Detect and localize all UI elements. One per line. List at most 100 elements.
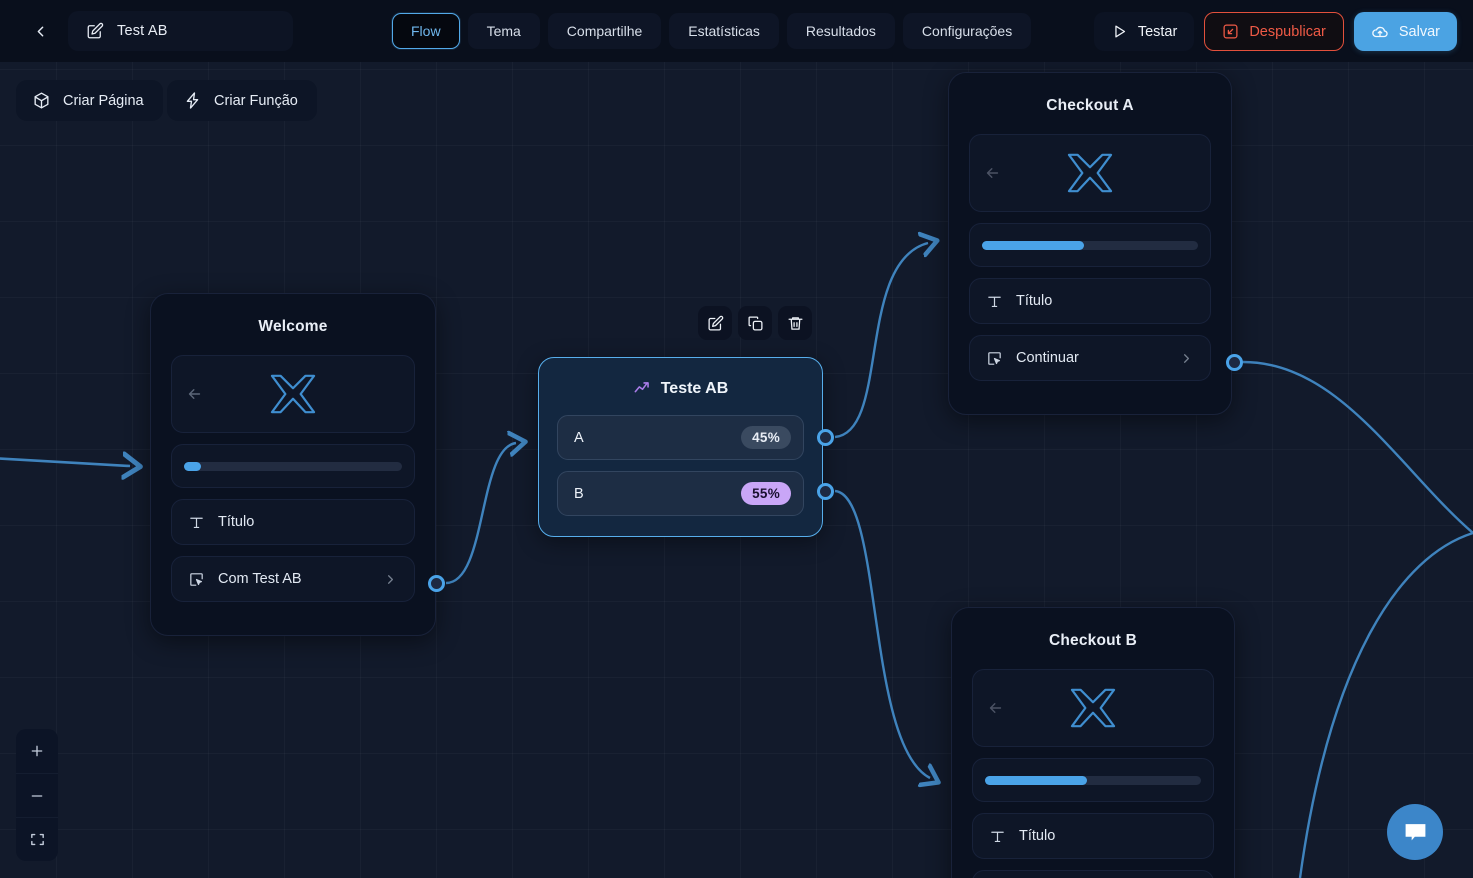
- progress-track: [982, 240, 1198, 250]
- node-row-continuar[interactable]: Continuar: [969, 335, 1211, 381]
- duplicate-node-button[interactable]: [738, 306, 772, 340]
- save-button[interactable]: Salvar: [1353, 12, 1457, 51]
- node-row-titulo[interactable]: Título: [171, 499, 415, 545]
- node-row-com-test-ab[interactable]: Com Test AB: [171, 556, 415, 602]
- progress-track: [985, 775, 1201, 785]
- plus-icon: [31, 745, 43, 757]
- nav-tabs: Flow Tema Compartilhe Estatísticas Resul…: [392, 13, 1032, 49]
- zoom-out-button[interactable]: [16, 773, 58, 817]
- create-page-label: Criar Página: [63, 92, 144, 109]
- trending-up-icon: [633, 379, 652, 398]
- tab-resultados[interactable]: Resultados: [786, 13, 895, 49]
- node-hero-block[interactable]: [171, 355, 415, 433]
- node-handle-ab-b-source[interactable]: [817, 483, 834, 500]
- edit-node-button[interactable]: [698, 306, 732, 340]
- row-label: Título: [1016, 293, 1053, 309]
- tab-tema[interactable]: Tema: [467, 13, 540, 49]
- progress-fill: [184, 461, 202, 471]
- row-label: Continuar: [1016, 350, 1079, 366]
- tab-flow[interactable]: Flow: [392, 13, 460, 49]
- node-handle-checkout-a-source[interactable]: [1226, 354, 1243, 371]
- top-bar: Test AB Flow Tema Compartilhe Estatístic…: [0, 0, 1473, 62]
- ab-node-title: Teste AB: [557, 379, 804, 398]
- node-progress-block[interactable]: [171, 444, 415, 488]
- chevron-left-icon: [37, 26, 43, 36]
- chevron-right-icon: [383, 572, 398, 587]
- lightning-bolt-icon: [186, 92, 199, 109]
- create-function-button[interactable]: Criar Função: [167, 80, 317, 121]
- play-icon: [1115, 25, 1125, 38]
- node-row-partial[interactable]: [972, 870, 1214, 878]
- node-row-titulo[interactable]: Título: [972, 813, 1214, 859]
- ab-variant-row-b[interactable]: B 55%: [557, 471, 804, 516]
- arrow-left-icon: [186, 386, 203, 403]
- minus-icon: [31, 794, 43, 797]
- tab-configuracoes[interactable]: Configurações: [902, 13, 1032, 49]
- node-toolbar[interactable]: [698, 306, 812, 340]
- variant-percent-badge: 55%: [741, 482, 791, 505]
- node-title: Checkout B: [1048, 632, 1138, 649]
- chat-bubble-icon: [1405, 823, 1425, 840]
- header-actions: Testar Despublicar Salvar: [1093, 12, 1457, 51]
- node-hero-block[interactable]: [969, 134, 1211, 212]
- row-label: Título: [1019, 828, 1056, 844]
- row-label: Com Test AB: [218, 571, 302, 587]
- progress-track: [184, 461, 402, 471]
- copy-icon: [747, 315, 763, 331]
- node-hero-block[interactable]: [972, 669, 1214, 747]
- cube-icon: [34, 92, 49, 109]
- arrow-left-icon: [987, 700, 1004, 717]
- node-handle-ab-a-source[interactable]: [817, 429, 834, 446]
- test-button-label: Testar: [1137, 23, 1178, 40]
- edit-square-icon: [707, 315, 723, 331]
- node-title: Checkout A: [1046, 97, 1134, 114]
- unpublish-button-label: Despublicar: [1249, 23, 1326, 40]
- text-format-icon: [986, 293, 1003, 310]
- progress-fill: [985, 775, 1087, 785]
- create-function-label: Criar Função: [214, 92, 298, 109]
- row-label: Título: [218, 514, 255, 530]
- arrow-left-icon: [984, 165, 1001, 182]
- cloud-upload-icon: [1372, 26, 1388, 37]
- tab-estatisticas[interactable]: Estatísticas: [669, 13, 779, 49]
- chat-button[interactable]: [1387, 804, 1443, 860]
- variant-label: B: [574, 485, 584, 502]
- trash-icon: [787, 316, 803, 330]
- edit-square-icon: [86, 22, 104, 40]
- node-checkout-b[interactable]: Checkout B Título: [951, 607, 1235, 878]
- project-title-field[interactable]: Test AB: [68, 11, 293, 51]
- node-handle-welcome-source[interactable]: [428, 575, 445, 592]
- node-ab-test[interactable]: Teste AB A 45% B 55%: [538, 357, 823, 537]
- click-target-icon: [188, 571, 205, 588]
- node-checkout-a[interactable]: Checkout A Título: [948, 72, 1232, 415]
- save-button-label: Salvar: [1398, 23, 1440, 40]
- test-button[interactable]: Testar: [1093, 12, 1195, 51]
- click-target-icon: [986, 350, 1003, 367]
- variant-percent-badge: 45%: [741, 426, 791, 449]
- tab-compartilhe[interactable]: Compartilhe: [547, 13, 662, 49]
- zoom-in-button[interactable]: [16, 729, 58, 773]
- x-logo: [268, 372, 318, 416]
- back-button[interactable]: [20, 11, 60, 51]
- node-welcome[interactable]: Welcome Título: [150, 293, 436, 636]
- x-logo: [1068, 686, 1118, 730]
- canvas-action-buttons: Criar Página Criar Função: [16, 80, 317, 134]
- x-logo: [1065, 151, 1115, 195]
- node-title: Welcome: [258, 318, 328, 335]
- fit-view-button[interactable]: [16, 817, 58, 861]
- ab-variant-row-a[interactable]: A 45%: [557, 415, 804, 460]
- node-row-titulo[interactable]: Título: [969, 278, 1211, 324]
- delete-node-button[interactable]: [778, 306, 812, 340]
- unpublish-button[interactable]: Despublicar: [1204, 12, 1344, 51]
- project-title-text: Test AB: [117, 23, 168, 39]
- text-format-icon: [989, 828, 1006, 845]
- variant-label: A: [574, 429, 584, 446]
- node-progress-block[interactable]: [972, 758, 1214, 802]
- zoom-controls: [16, 729, 58, 861]
- create-page-button[interactable]: Criar Página: [16, 80, 163, 121]
- progress-fill: [982, 240, 1084, 250]
- node-progress-block[interactable]: [969, 223, 1211, 267]
- text-format-icon: [188, 514, 205, 531]
